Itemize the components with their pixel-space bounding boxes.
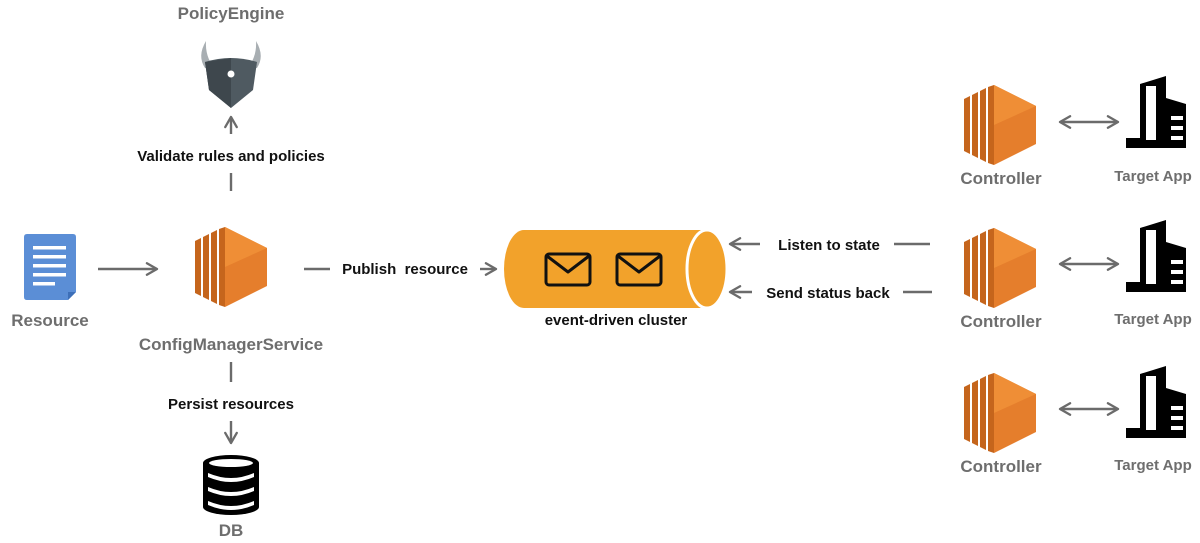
building-icon bbox=[1126, 76, 1186, 148]
controller-row: Controller Target App bbox=[960, 366, 1192, 476]
controller-row: Controller Target App bbox=[960, 76, 1192, 188]
publish-edge-label: Publish resource bbox=[342, 261, 468, 278]
target-app-label: Target App bbox=[1114, 311, 1192, 328]
database-icon bbox=[203, 455, 259, 515]
controller-label: Controller bbox=[960, 169, 1042, 188]
status-edge-label: Send status back bbox=[766, 285, 890, 302]
target-app-label: Target App bbox=[1114, 168, 1192, 185]
document-icon bbox=[24, 234, 76, 300]
persist-edge-label: Persist resources bbox=[168, 396, 294, 413]
aws-compute-icon bbox=[964, 85, 1036, 165]
config-service-label: ConfigManagerService bbox=[139, 335, 323, 354]
resource-label: Resource bbox=[11, 311, 88, 330]
building-icon bbox=[1126, 366, 1186, 438]
envelope-icon bbox=[544, 252, 592, 287]
message-queue-icon bbox=[504, 228, 729, 310]
aws-compute-icon bbox=[195, 227, 267, 307]
validate-edge-label: Validate rules and policies bbox=[137, 148, 325, 165]
opa-viking-helmet-icon bbox=[201, 41, 261, 108]
listen-edge-label: Listen to state bbox=[778, 237, 880, 254]
policy-engine-label: PolicyEngine bbox=[178, 4, 285, 23]
controller-label: Controller bbox=[960, 312, 1042, 331]
cluster-label: event-driven cluster bbox=[545, 312, 688, 329]
controller-label: Controller bbox=[960, 457, 1042, 476]
controller-row: Controller Target App bbox=[960, 220, 1192, 331]
envelope-icon bbox=[615, 252, 663, 287]
target-app-label: Target App bbox=[1114, 457, 1192, 474]
aws-compute-icon bbox=[964, 373, 1036, 453]
aws-compute-icon bbox=[964, 228, 1036, 308]
building-icon bbox=[1126, 220, 1186, 292]
db-label: DB bbox=[219, 521, 244, 540]
